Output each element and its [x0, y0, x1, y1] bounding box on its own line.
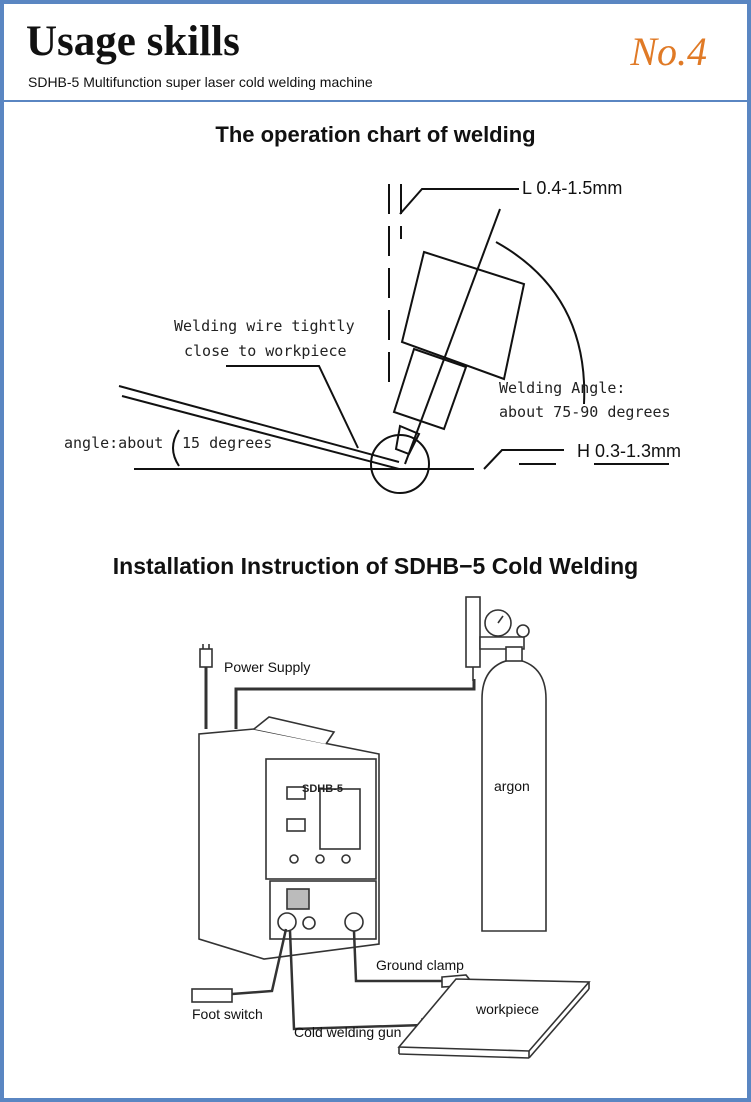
ground-socket [344, 912, 364, 932]
header: Usage skills SDHB-5 Multifunction super … [4, 4, 747, 102]
foot-switch-label: Foot switch [192, 1006, 263, 1022]
flowmeter [465, 596, 481, 668]
qr-code [286, 888, 310, 910]
page-subtitle: SDHB-5 Multifunction super laser cold we… [28, 74, 373, 90]
wire-angle-label: angle:about [64, 434, 163, 452]
ground-cable [352, 930, 442, 983]
angle-label-line2: about 75-90 degrees [499, 403, 671, 421]
wire-angle-value: 15 degrees [182, 434, 272, 452]
welding-wire-bottom [121, 395, 400, 470]
power-plug [199, 648, 213, 668]
gas-hose [234, 679, 476, 729]
operation-chart-diagram: L 0.4-1.5mm Welding wire tightly close t… [64, 178, 681, 494]
height-label: H 0.3-1.3mm [577, 441, 681, 461]
machine-model-label: SDHB-5 [302, 783, 343, 795]
length-leader [399, 188, 519, 215]
argon-cylinder [481, 658, 547, 932]
torch-axis [404, 208, 501, 465]
power-supply-label: Power Supply [224, 659, 310, 675]
foot-switch-cable [231, 928, 288, 996]
installation-title: Installation Instruction of SDHB−5 Cold … [112, 553, 639, 579]
argon-label: argon [494, 778, 530, 794]
page-title: Usage skills [26, 18, 240, 65]
length-label: L 0.4-1.5mm [522, 178, 622, 198]
wire-label-line2: close to workpiece [184, 342, 347, 360]
workpiece-label: workpiece [475, 1001, 539, 1017]
page-number-badge: No.4 [630, 29, 707, 74]
angle-label-line1: Welding Angle: [499, 379, 625, 397]
machine-handle [253, 716, 336, 745]
weld-zone-circle [370, 434, 430, 494]
gun-socket [277, 912, 297, 932]
torch-head [400, 250, 526, 381]
wire-label-line1: Welding wire tightly [174, 317, 355, 335]
welding-wire-top [118, 385, 400, 463]
installation-diagram: SDHB-5 Power Supply argon Ground clamp F… [191, 596, 591, 1059]
control-socket [302, 916, 316, 930]
wire-angle-arc [172, 429, 180, 467]
cold-welding-gun-label: Cold welding gun [294, 1024, 401, 1040]
wire-leader [226, 365, 359, 449]
operation-chart-title: The operation chart of welding [215, 122, 536, 147]
welding-angle-arc [495, 241, 586, 405]
height-leader [483, 449, 564, 470]
gun-cable [288, 930, 425, 1031]
foot-switch [191, 988, 233, 1003]
ground-clamp-label: Ground clamp [376, 957, 464, 973]
torch-nozzle [392, 347, 468, 431]
